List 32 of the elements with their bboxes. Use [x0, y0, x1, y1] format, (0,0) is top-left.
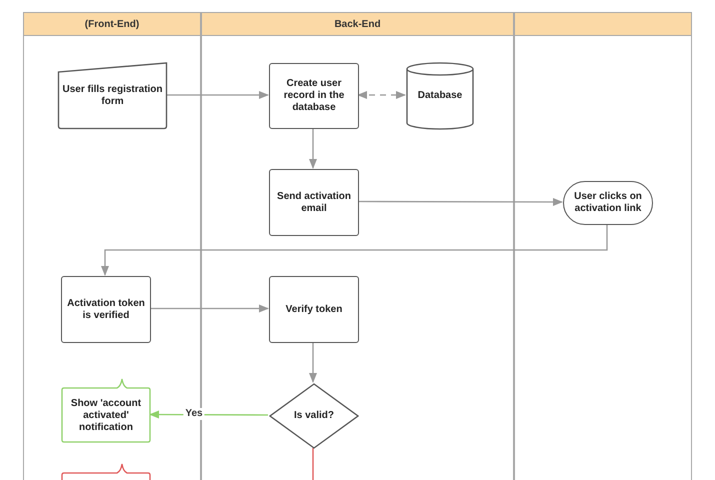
- manual-input-shape: [57, 62, 168, 130]
- node-text: Verify token: [284, 304, 344, 316]
- arrow: [309, 128, 317, 169]
- node-text: User clicks on activation link: [573, 191, 643, 215]
- callout-box: [61, 378, 151, 443]
- arrow: [149, 410, 268, 419]
- process-box: [269, 63, 359, 129]
- decision-diamond: [269, 383, 359, 449]
- lane-header: (Front-End): [24, 13, 200, 36]
- arrow: [101, 224, 608, 276]
- edge-label: Yes: [183, 408, 205, 420]
- arrow: [150, 304, 269, 312]
- node-text: Show 'account activated' notification: [70, 398, 142, 434]
- node-text: Create user record in the database: [282, 78, 346, 114]
- arrow: [167, 91, 269, 99]
- process-box: [269, 276, 359, 343]
- process-box: [269, 169, 359, 236]
- terminator-shape: [563, 181, 653, 225]
- lane-header: Back-End: [202, 13, 513, 36]
- database-cylinder: [406, 62, 474, 130]
- swimlane: [201, 12, 514, 480]
- node-text: Database: [416, 90, 464, 102]
- arrow: [357, 91, 406, 99]
- swimlane: [514, 12, 692, 480]
- swimlane: [23, 12, 201, 480]
- node-text: Activation token is verified: [66, 298, 146, 322]
- process-box: [61, 276, 151, 343]
- node-text: User fills registration form: [61, 84, 164, 108]
- arrow: [309, 342, 317, 383]
- node-text: Send activation email: [276, 190, 352, 214]
- arrow: [358, 198, 563, 206]
- node-text: Is valid?: [292, 410, 335, 422]
